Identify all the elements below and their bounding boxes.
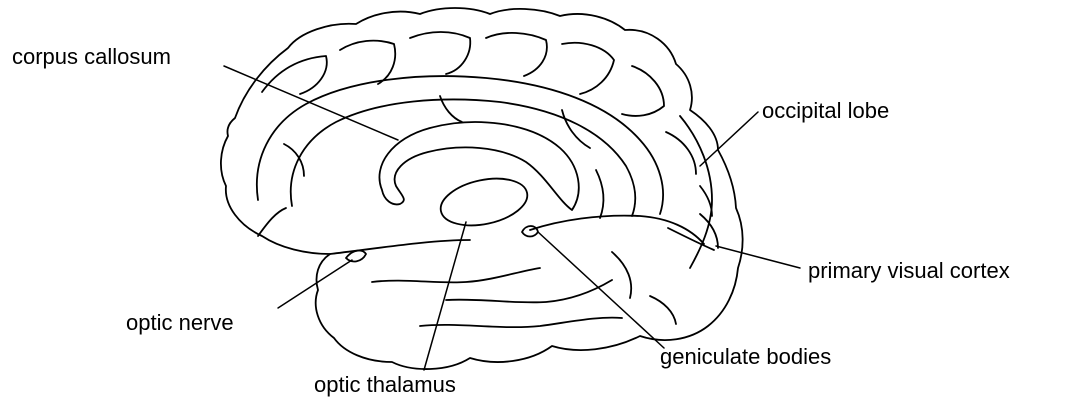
- cortical-sulcus: [650, 296, 676, 324]
- label-occipital-lobe: occipital lobe: [762, 98, 889, 124]
- corpus-callosum-shape: [379, 122, 578, 210]
- cortical-gyrus: [622, 66, 664, 116]
- leader-occipital-lobe: [700, 112, 758, 166]
- temporal-lobe: [330, 240, 470, 254]
- cortical-gyrus: [486, 33, 547, 76]
- cortical-sulcus: [420, 318, 622, 328]
- occipital-region: [680, 116, 712, 268]
- label-corpus-callosum: corpus callosum: [12, 44, 171, 70]
- cortical-sulcus: [258, 208, 286, 236]
- temporal-lobe: [530, 216, 704, 244]
- label-primary-visual-cortex: primary visual cortex: [808, 258, 1010, 284]
- label-geniculate-bodies: geniculate bodies: [660, 344, 831, 370]
- cingulate-gyrus: [257, 76, 663, 214]
- optic-thalamus-shape: [436, 171, 531, 232]
- cortical-sulcus: [372, 268, 540, 282]
- leader-corpus-callosum: [224, 66, 398, 140]
- cortical-gyrus: [562, 43, 614, 94]
- leader-optic-thalamus: [424, 222, 466, 370]
- cortical-gyrus: [410, 32, 470, 74]
- leader-geniculate-bodies: [538, 232, 664, 348]
- cortical-gyrus: [340, 41, 395, 84]
- leader-primary-visual-cortex: [716, 246, 800, 268]
- cortical-sulcus: [596, 170, 603, 218]
- label-optic-thalamus: optic thalamus: [314, 372, 456, 398]
- label-optic-nerve: optic nerve: [126, 310, 234, 336]
- cortical-sulcus: [446, 280, 612, 302]
- cortical-gyrus: [666, 132, 696, 174]
- cortical-sulcus: [612, 252, 631, 298]
- occipital-sulcus: [700, 186, 712, 216]
- geniculate-bodies-shape: [522, 226, 538, 237]
